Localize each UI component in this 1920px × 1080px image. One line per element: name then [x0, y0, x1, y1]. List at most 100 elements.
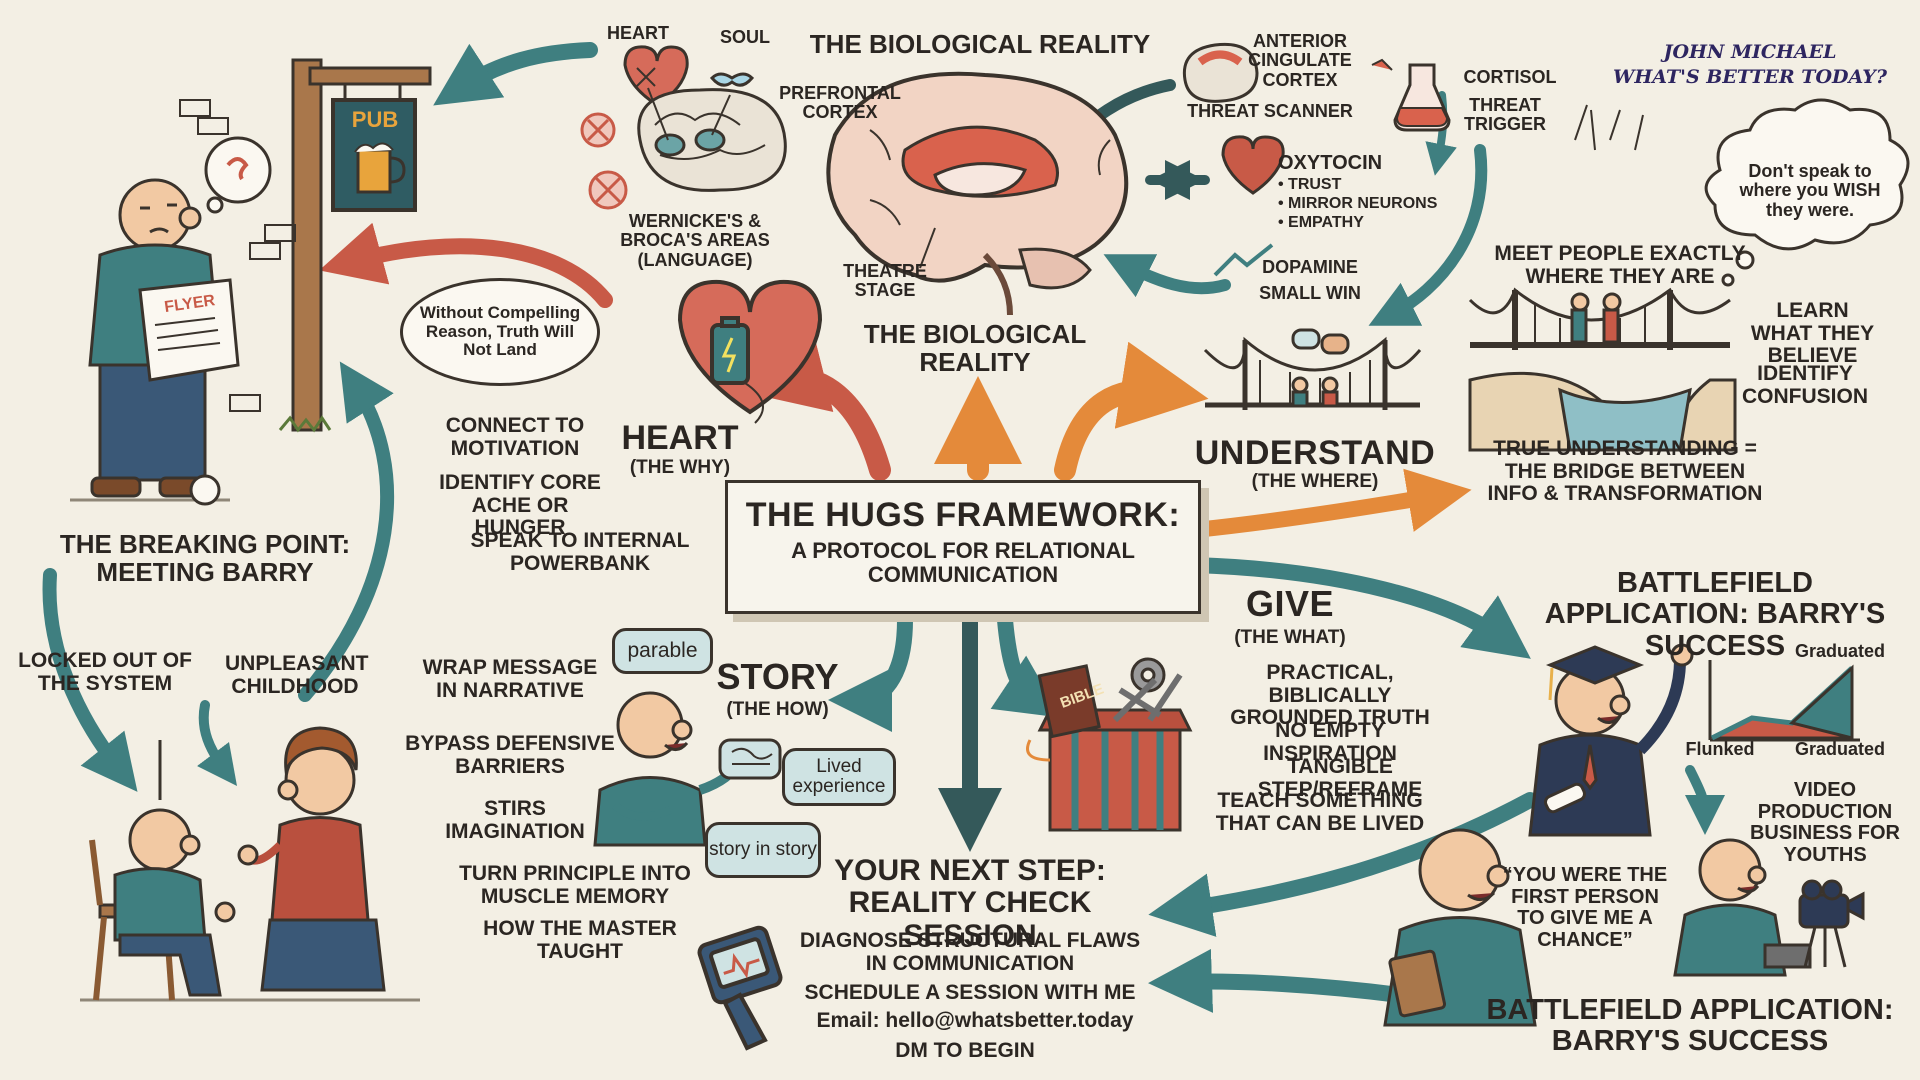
arrow-battlefield-to-next-step — [1148, 792, 1538, 937]
understand-subtitle: (The Where) — [1251, 471, 1379, 492]
heart-item-motivation: Connect to Motivation — [445, 414, 585, 460]
understand-bridge-small — [1203, 328, 1422, 410]
understand-identify-label: Identify confusion — [1742, 362, 1868, 408]
video-production-label: Video production business for youths — [1749, 779, 1901, 866]
barry-quote: “You were the first person to give me a … — [1502, 864, 1668, 951]
understand-bridge-large — [1468, 287, 1737, 452]
dopamine-label: Dopamine — [1262, 257, 1358, 277]
barry-with-book — [1383, 828, 1537, 1027]
arrow-battlefield-to-next-step-2 — [1148, 948, 1408, 1013]
author-signature: John Michael What's Better Today? — [1600, 40, 1900, 89]
give-item-no-empty: No empty inspiration — [1263, 719, 1397, 765]
chart-graduated-label: Graduated — [1794, 739, 1886, 759]
chart-graduated-top-label: Graduated — [1794, 641, 1886, 661]
story-narrator — [593, 691, 782, 847]
chart-flunked-label: Flunked — [1685, 739, 1755, 759]
understand-meet-label: Meet people exactly where they are — [1494, 242, 1746, 288]
hugs-framework-box: The HUGS Framework: A Protocol for Relat… — [725, 480, 1201, 614]
wernicke-broca-label: Wernicke's & Broca's Areas (Language) — [620, 211, 770, 270]
breaking-point-title-line2: Meeting Barry — [96, 557, 314, 588]
arrow-center-to-story — [828, 612, 913, 732]
locked-out-label: Locked out of the system — [18, 649, 192, 695]
battlefield-title-top: Battlefield Application: Barry's Success — [1544, 567, 1886, 662]
diagnostic-device-icon — [697, 925, 783, 1051]
main-brain-illustration — [826, 71, 1129, 316]
next-step-item-schedule: Schedule a session with me — [804, 981, 1136, 1004]
acc-sub-label: Threat Scanner — [1187, 101, 1353, 121]
barry-and-counsellor-scene — [80, 726, 420, 1002]
understand-truth-label: True understanding = the bridge between … — [1487, 437, 1763, 506]
story-item-wrap: Wrap message in narrative — [422, 656, 598, 702]
heart-subtitle: (The Why) — [629, 457, 731, 478]
success-chart — [1708, 660, 1860, 742]
next-step-email[interactable]: Email: hello@whatsbetter.today — [816, 1009, 1134, 1032]
biology-title: The Biological Reality — [809, 29, 1151, 59]
breaking-point-title: The Breaking Point: Meeting Barry — [40, 530, 370, 586]
oxytocin-block: Oxytocin Trust Mirror Neurons Empathy — [1278, 152, 1478, 233]
arrow-cortisol-to-understand — [1368, 144, 1488, 326]
dopamine-sub-label: Small Win — [1259, 283, 1361, 303]
arrow-center-to-battlefield — [1187, 557, 1531, 659]
story-title: Story — [716, 656, 839, 697]
give-toolbox-illustration: BIBLE — [1026, 657, 1193, 832]
author-name: John Michael — [1663, 41, 1837, 63]
arrow-center-to-understand — [1054, 341, 1209, 481]
oxytocin-item: Mirror Neurons — [1278, 194, 1478, 213]
neurochemistry-icons — [1182, 42, 1644, 277]
arrow-graduate-to-video — [1684, 765, 1725, 835]
biology-center-label: The Biological Reality — [863, 319, 1087, 378]
author-tagline: What's Better Today? — [1613, 65, 1887, 88]
flyer-label: FLYER — [163, 292, 216, 316]
arrow-locked-to-barry — [197, 700, 237, 787]
language-brain-illustration — [580, 45, 787, 210]
heart-item-powerbank: Speak to internal powerbank — [470, 529, 690, 575]
lived-experience-tag: Lived experience — [782, 748, 896, 806]
arrow-dopamine-to-brain — [1103, 254, 1231, 298]
soul-label: Soul — [719, 27, 770, 47]
story-item-muscle-memory: Turn principle into muscle memory — [459, 862, 691, 908]
oxytocin-item: Empathy — [1278, 213, 1478, 232]
heart-item-core-ache: Identify core ache or hunger — [439, 471, 601, 540]
heart-speech-bubble: Without Compelling Reason, Truth Will No… — [400, 278, 600, 386]
video-producer — [1673, 838, 1865, 977]
story-item-bypass: Bypass defensive barriers — [405, 732, 615, 778]
pub-sign-label: PUB — [351, 107, 399, 132]
barry-reading-flyer: FLYER — [70, 99, 296, 506]
give-item-biblical: Practical, biblically grounded truth — [1230, 661, 1430, 730]
story-item-imagination: Stirs imagination — [445, 797, 585, 843]
arrow-heart-to-breaking-point — [319, 222, 613, 308]
arrow-center-to-give — [990, 612, 1062, 718]
understand-title: Understand — [1194, 434, 1436, 472]
give-item-teach: Teach something that can be lived — [1215, 789, 1425, 835]
next-step-title: Your Next Step: Reality Check Session — [780, 854, 1160, 952]
oxytocin-list: Trust Mirror Neurons Empathy — [1278, 175, 1478, 233]
next-step-title-line1: Your Next Step: — [834, 854, 1106, 887]
next-step-item-diagnose: Diagnose structural flaws in communicati… — [799, 929, 1141, 975]
story-in-story-tag: story in story — [705, 822, 821, 878]
heart-mini-label: Heart — [607, 23, 669, 43]
unpleasant-childhood-label: Unpleasant childhood — [225, 652, 369, 698]
framework-subtitle: A Protocol for Relational Communication — [791, 538, 1135, 587]
give-title: Give — [1245, 583, 1335, 624]
barry-graduate — [1528, 643, 1694, 837]
cortisol-sub-label: Threat Trigger — [1463, 95, 1546, 135]
arrow-center-to-battlefield-right — [1187, 468, 1472, 538]
battlefield-title-bottom: Battlefield Application: Barry's Success — [1486, 994, 1894, 1058]
prefrontal-cortex-label: Prefrontal Cortex — [779, 83, 901, 123]
cloud-bubble-text: Don't speak to where you WISH they were. — [1739, 161, 1881, 220]
arrow-center-to-heart — [737, 326, 891, 481]
parable-tag: parable — [612, 628, 713, 674]
next-step-item-dm: DM to begin — [895, 1039, 1035, 1062]
give-subtitle: (The What) — [1234, 627, 1346, 648]
framework-title: The HUGS Framework: — [745, 496, 1181, 534]
oxytocin-label: Oxytocin — [1278, 152, 1383, 174]
arrow-childhood-to-breaking-point — [298, 361, 395, 702]
arrow-breaking-point-to-childhood — [42, 568, 138, 792]
cloud-bubble-shape — [1704, 98, 1910, 287]
theatre-stage-label: Theatre Stage — [843, 261, 927, 301]
acc-label: Anterior Cingulate Cortex — [1248, 31, 1352, 90]
pub-sign — [278, 58, 432, 433]
understand-learn-label: Learn what they believe — [1750, 299, 1875, 368]
heart-title: Heart — [621, 419, 739, 457]
